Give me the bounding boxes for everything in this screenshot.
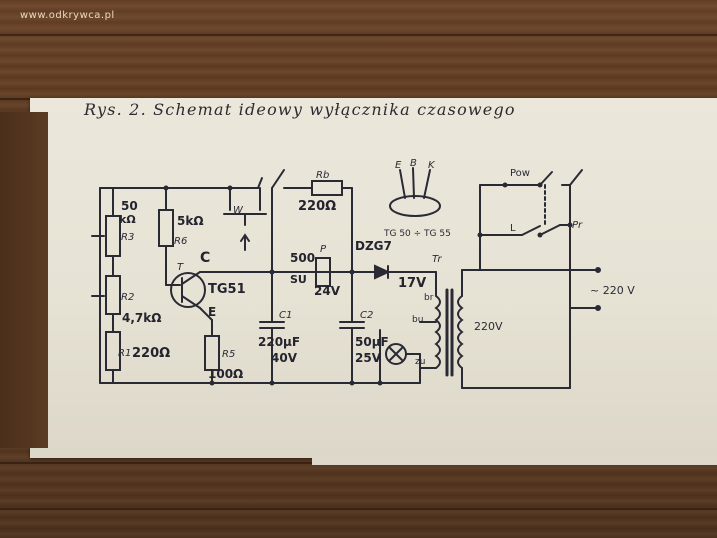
transistor-c-label: C <box>200 250 210 266</box>
r2-value-label: 4,7kΩ <box>122 311 161 325</box>
paper-clipping <box>30 98 717 458</box>
rb-resistor <box>311 180 343 196</box>
r2-resistor <box>105 275 121 315</box>
tap-bu-label: bu <box>412 315 423 325</box>
transformer-secondary-label: 17V <box>398 276 426 291</box>
junction-dots <box>163 182 573 386</box>
r6-value-label: 5kΩ <box>177 214 204 228</box>
c2-name-label: C2 <box>360 310 373 321</box>
r1-name-label: R1 <box>118 348 131 359</box>
transformer-primary <box>457 295 464 369</box>
rb-value-label: 220Ω <box>298 199 336 214</box>
r3-resistor <box>105 215 121 257</box>
tap-br-label: br <box>424 293 434 303</box>
c2-value-label: 50µF <box>355 335 389 349</box>
r5-value-label: 100Ω <box>208 367 243 381</box>
p-unit-label: SU <box>290 273 307 286</box>
tube-k-label: K <box>428 160 436 171</box>
tube-e-label: E <box>395 160 402 171</box>
r3-unit-label: kΩ <box>119 213 136 226</box>
l-label: L <box>510 223 516 234</box>
transistor-type-label: TG51 <box>208 282 246 297</box>
figure-caption: Rys. 2. Schemat ideowy wyłącznika czasow… <box>84 100 516 119</box>
transistor-t-label: T <box>177 262 184 273</box>
plank-seam <box>0 34 717 36</box>
wood-overlay <box>0 112 48 448</box>
r2-name-label: R2 <box>121 292 134 303</box>
tube-type-label: TG 50 ÷ TG 55 <box>383 229 451 239</box>
r6-name-label: R6 <box>174 236 187 247</box>
r3-name-label: R3 <box>121 232 134 243</box>
mains-label: ~ 220 V <box>590 284 635 297</box>
watermark: www.odkrywca.pl <box>20 10 115 21</box>
r6-resistor <box>158 209 174 247</box>
p-name-label: P <box>320 244 327 255</box>
c1-value-label: 220µF <box>258 335 300 349</box>
p-voltage-label: 24V <box>314 284 341 298</box>
diode-dzg7 <box>374 264 391 280</box>
r3-value-label: 50 <box>121 199 138 213</box>
r1-value-label: 220Ω <box>132 346 170 361</box>
vacuum-tube <box>389 195 441 217</box>
transformer-secondary <box>434 295 441 369</box>
pr-label: Pr <box>572 220 583 231</box>
r5-name-label: R5 <box>222 349 235 360</box>
rb-name-label: Rb <box>316 170 329 181</box>
switch-w-label: W <box>233 205 244 216</box>
tube-b-label: B <box>410 158 417 169</box>
c1-voltage-label: 40V <box>271 351 298 365</box>
c2-voltage-label: 25V <box>355 351 382 365</box>
transformer-name-label: Tr <box>432 254 442 265</box>
transistor-e-label: E <box>208 305 216 319</box>
c1-name-label: C1 <box>279 310 292 321</box>
p-value-label: 500 <box>290 251 315 265</box>
plank-seam <box>0 508 717 510</box>
diode-label: DZG7 <box>355 239 392 253</box>
transistor-tg51 <box>170 272 206 308</box>
transformer-primary-label: 220V <box>474 320 503 333</box>
pow-label: Pow <box>510 168 530 179</box>
paper-edge <box>312 455 717 465</box>
tap-zu-label: zu <box>415 357 425 367</box>
r5-resistor <box>204 335 220 371</box>
